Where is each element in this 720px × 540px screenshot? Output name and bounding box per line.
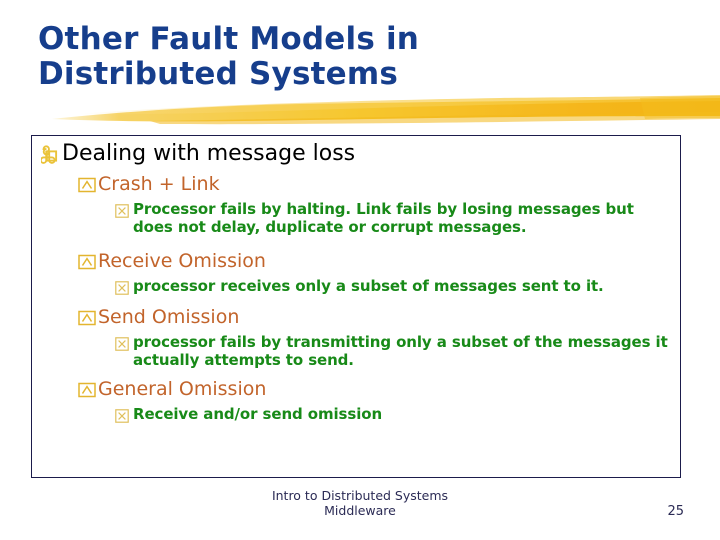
x-box-bullet-icon [115,336,133,353]
list-item[interactable]: Send Omission [78,306,674,330]
diamond-loop-bullet-icon [41,144,62,168]
list-item[interactable]: Receive and/or send omission [115,405,674,425]
slide-footer: Intro to Distributed Systems Middleware [0,488,720,518]
list-item-label: Receive Omission [98,250,266,272]
list-item[interactable]: Receive Omission [78,250,674,274]
list-item[interactable]: Processor fails by halting. Link fails b… [115,200,674,236]
footer-line-1: Intro to Distributed Systems [271,488,449,503]
slide-title: Other Fault Models in Distributed System… [38,22,678,92]
triangle-box-bullet-icon [78,177,98,197]
list-item[interactable]: Dealing with message loss [41,141,674,168]
triangle-box-bullet-icon [78,382,98,402]
x-box-bullet-icon [115,408,133,425]
list-item-label: Send Omission [98,306,240,328]
title-line-1: Other Fault Models in [38,21,420,57]
title-line-2: Distributed Systems [38,56,399,92]
content-box: Dealing with message loss Crash + Link [31,135,681,478]
triangle-box-bullet-icon [78,254,98,274]
x-box-bullet-icon [115,280,133,297]
bullet-list: Dealing with message loss Crash + Link [41,139,674,425]
triangle-box-bullet-icon [78,310,98,330]
list-item-label: Dealing with message loss [62,141,356,166]
list-item[interactable]: processor fails by transmitting only a s… [115,333,674,369]
list-item[interactable]: General Omission [78,378,674,402]
list-item-label: Receive and/or send omission [133,405,383,423]
slide-page-number: 25 [667,504,684,519]
list-item[interactable]: Crash + Link [78,173,674,197]
list-item-label: processor receives only a subset of mess… [133,277,604,295]
brush-stroke-decoration [52,95,720,125]
list-item-label: Processor fails by halting. Link fails b… [133,200,634,236]
list-item-label: General Omission [98,378,267,400]
list-item-label: processor fails by transmitting only a s… [133,333,668,369]
footer-line-2: Middleware [324,503,396,518]
x-box-bullet-icon [115,203,133,220]
list-item[interactable]: processor receives only a subset of mess… [115,277,674,297]
list-item-label: Crash + Link [98,173,220,195]
